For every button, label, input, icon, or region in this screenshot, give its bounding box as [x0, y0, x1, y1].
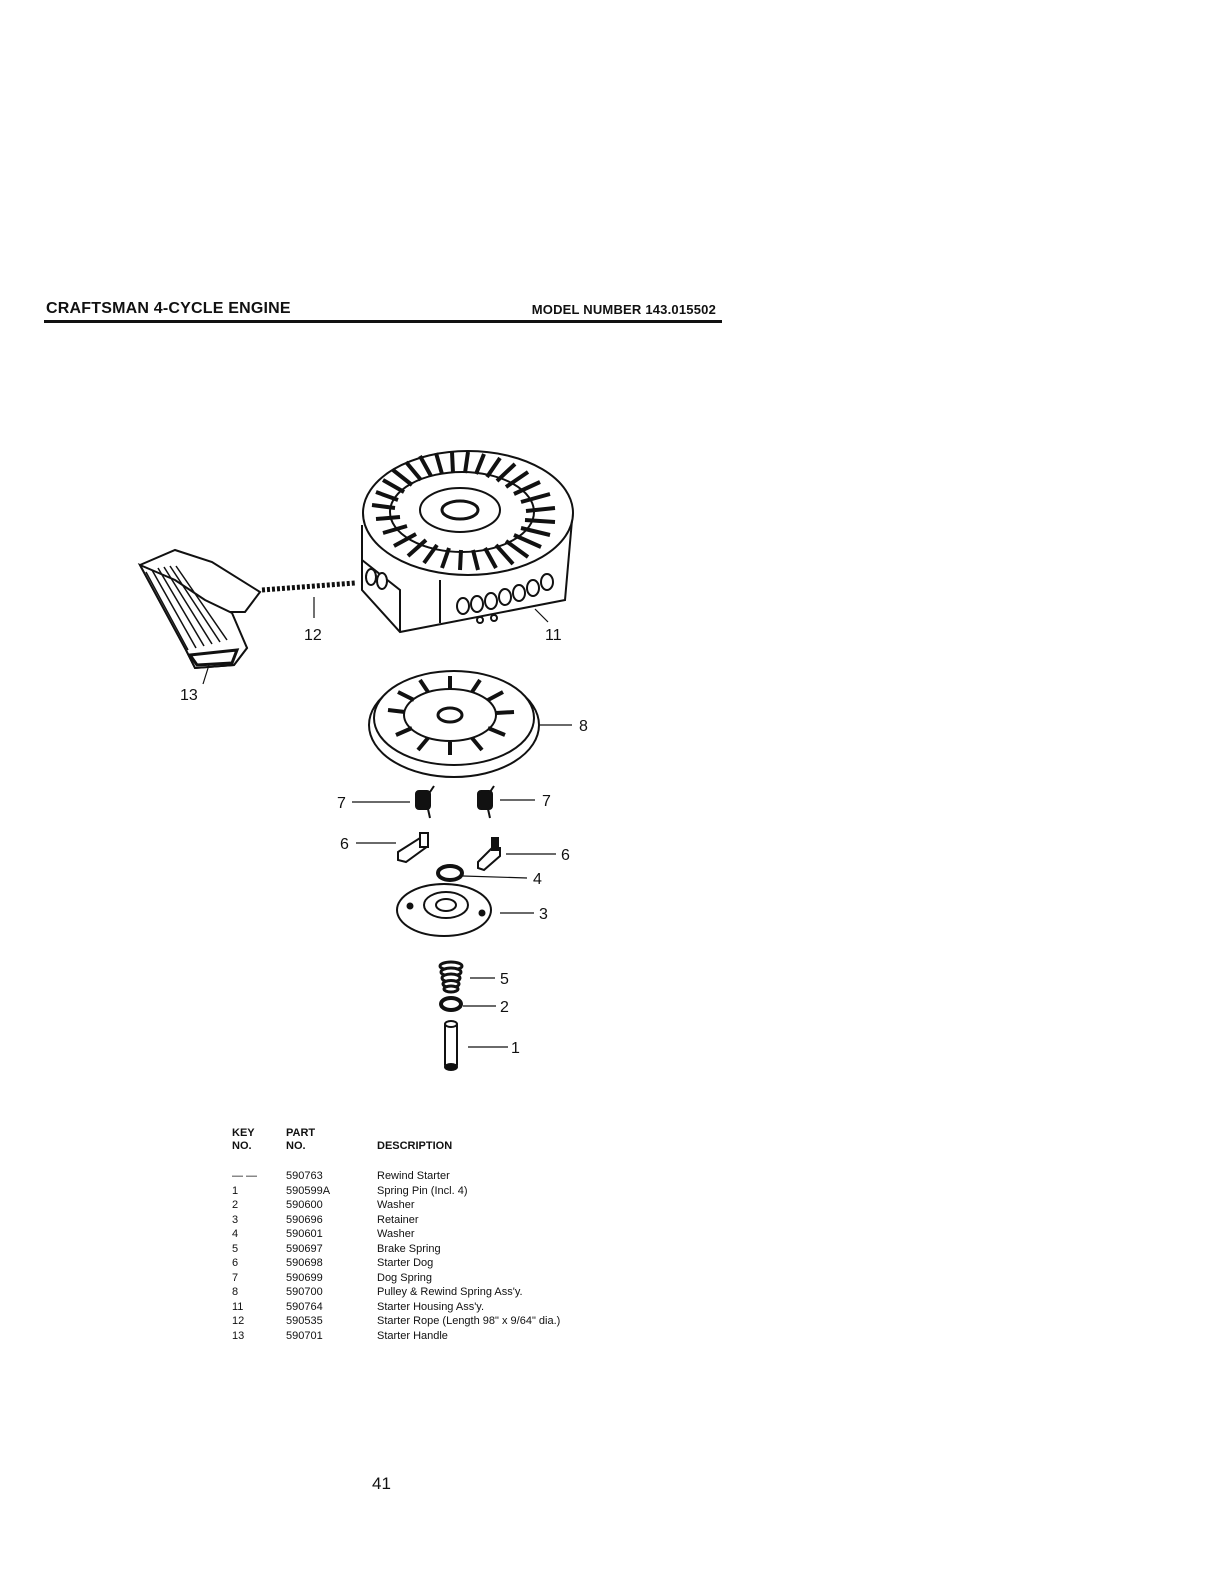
washer-bottom-drawing — [439, 996, 463, 1012]
part-no-cell: 590701 — [286, 1329, 323, 1342]
description-cell: Dog Spring — [377, 1271, 433, 1284]
key-no-cell: 7 — [232, 1271, 239, 1284]
starter-dog-drawings — [397, 832, 501, 872]
callout-12: 12 — [304, 627, 322, 644]
table-row: 5 590697 Brake Spring — [232, 1242, 712, 1257]
part-no-cell: 590697 — [286, 1242, 323, 1255]
key-no-cell: 13 — [232, 1329, 245, 1342]
description-cell: Retainer — [377, 1213, 419, 1226]
description-cell: Starter Dog — [377, 1257, 434, 1269]
callout-1: 1 — [511, 1040, 520, 1057]
callout-5: 5 — [500, 971, 509, 988]
table-row: 1 590599A Spring Pin (Incl. 4) — [232, 1184, 712, 1199]
part-no-cell: 590700 — [286, 1286, 323, 1298]
key-no-cell: 5 — [232, 1242, 239, 1255]
description-cell: Spring Pin (Incl. 4) — [377, 1184, 468, 1197]
key-no-cell: 2 — [232, 1199, 239, 1211]
callout-8: 8 — [579, 718, 588, 735]
description-cell: Starter Housing Ass'y. — [377, 1300, 485, 1313]
model-number: MODEL NUMBER 143.015502 — [531, 302, 716, 317]
callout-2: 2 — [500, 999, 509, 1016]
table-row: 7 590699 Dog Spring — [232, 1271, 712, 1286]
table-row: 13 590701 Starter Handle — [232, 1329, 712, 1344]
callout-7-left: 7 — [337, 795, 346, 812]
part-no-cell: 590600 — [286, 1199, 323, 1211]
key-no-cell: 11 — [232, 1300, 244, 1313]
parts-rows: — — 590763 Rewind Starter 1 590599A Spring Pi… — [232, 1169, 712, 1343]
key-no-cell: 12 — [232, 1315, 245, 1327]
starter-rope-drawing — [261, 580, 356, 593]
table-row: 4 590601 Washer — [232, 1227, 712, 1242]
leader-lines — [202, 597, 572, 1048]
spring-pin-drawing — [444, 1020, 458, 1071]
description-cell: Washer — [377, 1199, 415, 1211]
part-no-cell: 590601 — [286, 1228, 323, 1240]
brake-spring-drawing — [438, 960, 464, 994]
description-cell: Starter Rope (Length 98" x 9/64" dia.) — [377, 1315, 561, 1327]
table-row: — — 590763 Rewind Starter — [232, 1169, 712, 1184]
description-cell: Pulley & Rewind Spring Ass'y. — [377, 1286, 523, 1298]
washer-top-drawing — [436, 864, 464, 882]
key-no-cell: 8 — [232, 1286, 239, 1298]
table-row: 6 590698 Starter Dog — [232, 1256, 712, 1271]
description-header: DESCRIPTION — [377, 1140, 453, 1152]
key-no-cell: 1 — [232, 1184, 239, 1197]
part-no-cell: 590764 — [286, 1300, 323, 1313]
page-number: 41 — [372, 1474, 391, 1493]
pulley-drawing — [368, 670, 540, 778]
callout-11: 11 — [545, 627, 562, 644]
part-no-cell: 590698 — [286, 1257, 323, 1269]
description-cell: Washer — [377, 1228, 415, 1240]
page-title: CRAFTSMAN 4-CYCLE ENGINE — [46, 300, 291, 317]
part-no-cell: 590699 — [286, 1271, 323, 1284]
description-cell: Rewind Starter — [377, 1170, 450, 1182]
table-row: 12 590535 Starter Rope (Length 98" x 9/64"… — [232, 1314, 712, 1329]
callout-4: 4 — [533, 871, 542, 888]
key-no-cell: 6 — [232, 1257, 239, 1269]
part-no-cell: 590599A — [286, 1184, 331, 1197]
part-no-cell: 590763 — [286, 1170, 323, 1182]
starter-handle-drawing — [137, 548, 262, 670]
table-row: 8 590700 Pulley & Rewind Spring Ass'y. — [232, 1285, 712, 1300]
table-row: 2 590600 Washer — [232, 1198, 712, 1213]
key-no-cell: — — — [232, 1170, 258, 1182]
part-no-cell: 590535 — [286, 1315, 323, 1327]
header-rule — [44, 320, 722, 323]
callout-6-left: 6 — [340, 836, 349, 853]
retainer-drawing — [396, 883, 492, 937]
dog-spring-drawings — [415, 785, 495, 819]
key-no-cell: 3 — [232, 1213, 239, 1226]
callout-3: 3 — [539, 906, 548, 923]
description-cell: Starter Handle — [377, 1329, 448, 1342]
callout-6-right: 6 — [561, 847, 570, 864]
starter-housing-drawing — [361, 450, 574, 634]
description-cell: Brake Spring — [377, 1242, 441, 1255]
callout-13: 13 — [180, 687, 198, 704]
callout-7-right: 7 — [542, 793, 551, 810]
table-row: 11 590764 Starter Housing Ass'y. — [232, 1300, 712, 1315]
part-no-cell: 590696 — [286, 1213, 323, 1226]
callout-labels: 13 12 11 8 7 7 6 6 4 3 5 2 1 — [180, 627, 588, 1057]
key-no-cell: 4 — [232, 1228, 239, 1240]
table-row: 3 590696 Retainer — [232, 1213, 712, 1228]
